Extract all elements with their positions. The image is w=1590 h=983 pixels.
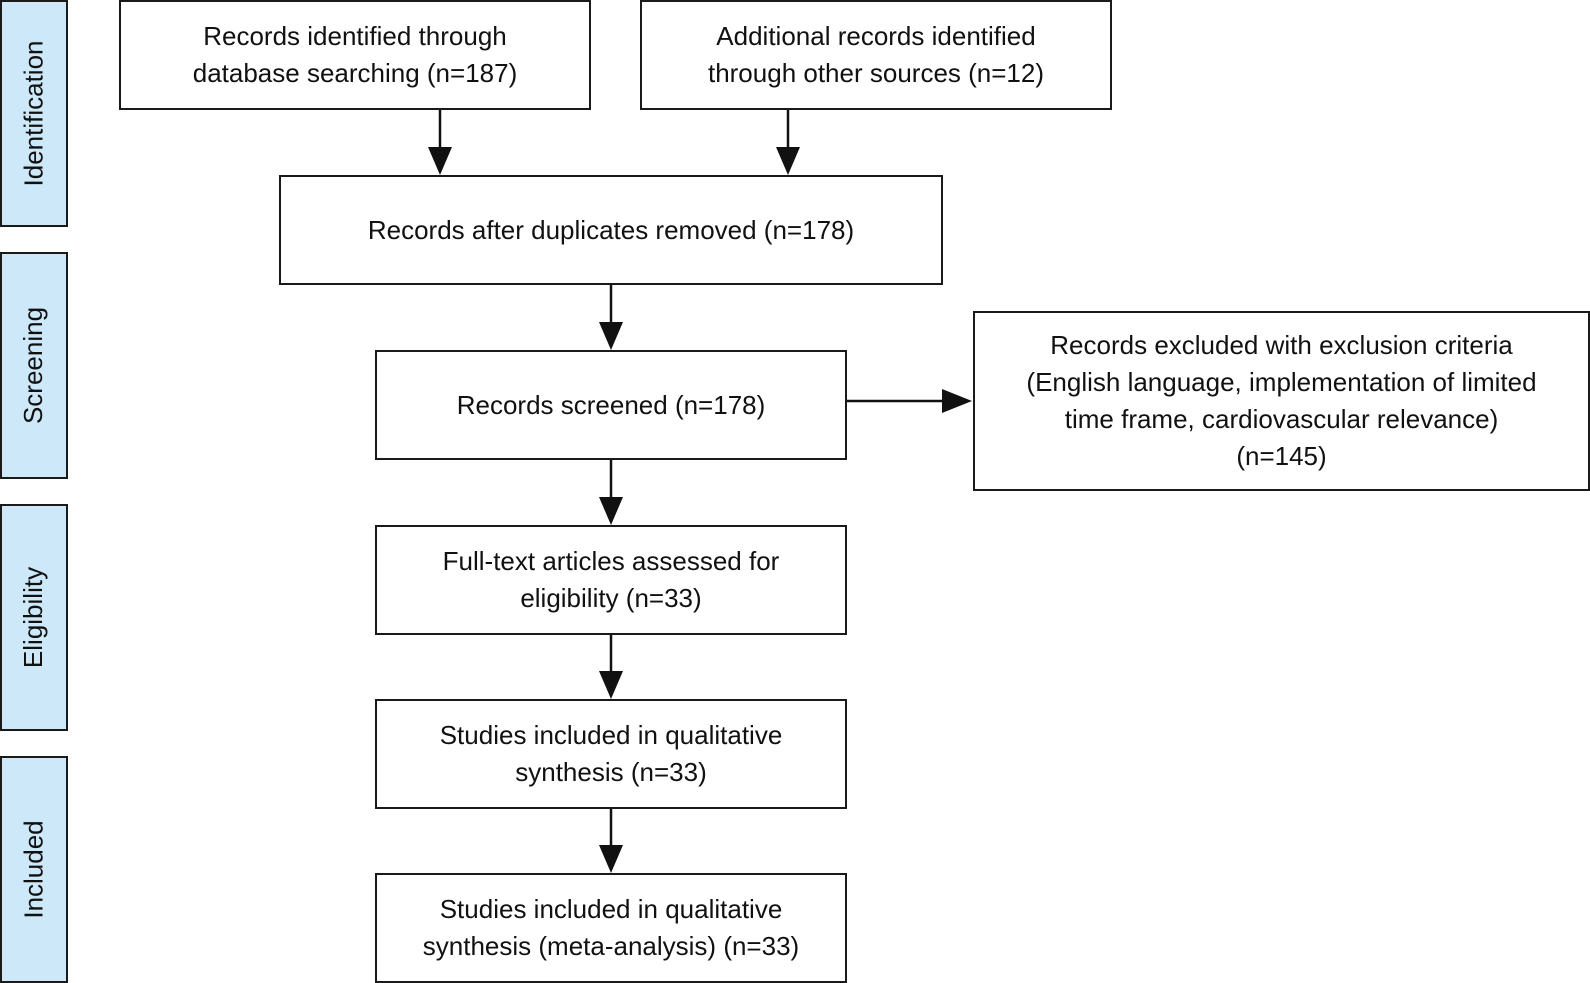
database-search-line-1: Records identified through	[203, 21, 507, 51]
phase-included: Included	[0, 756, 68, 983]
fulltext-line-1: Full-text articles assessed for	[442, 546, 780, 576]
qualitative-line-2: synthesis (n=33)	[515, 757, 707, 787]
arrowhead-other-to-duplicates	[776, 147, 800, 175]
other-sources-line-1: Additional records identified	[716, 21, 1036, 51]
duplicates-removed-box: Records after duplicates removed (n=178)	[279, 175, 943, 285]
excluded-line-1: Records excluded with exclusion criteria	[1050, 330, 1513, 360]
phase-identification: Identification	[0, 0, 68, 227]
phase-screening: Screening	[0, 252, 68, 479]
arrowhead-screened-to-fulltext	[599, 497, 623, 525]
screened-line-1: Records screened (n=178)	[456, 389, 766, 420]
meta-analysis-line-1: Studies included in qualitative	[439, 894, 783, 924]
excluded-line-2: (English language, implementation of lim…	[1026, 367, 1537, 397]
database-search-box: Records identified through database sear…	[119, 0, 591, 110]
arrowhead-duplicates-to-screened	[599, 322, 623, 350]
meta-analysis-box: Studies included in qualitative synthesi…	[375, 873, 847, 983]
phase-eligibility: Eligibility	[0, 504, 68, 731]
qualitative-box: Studies included in qualitative synthesi…	[375, 699, 847, 809]
duplicates-removed-line-1: Records after duplicates removed (n=178)	[367, 214, 855, 245]
qualitative-line-1: Studies included in qualitative	[439, 720, 783, 750]
arrowhead-qualitative-to-meta	[599, 845, 623, 873]
excluded-line-4: (n=145)	[1236, 441, 1327, 471]
excluded-line-3: time frame, cardiovascular relevance)	[1064, 404, 1499, 434]
database-search-line-2: database searching (n=187)	[192, 58, 518, 88]
excluded-box: Records excluded with exclusion criteria…	[973, 311, 1590, 491]
arrowhead-screened-to-excluded	[942, 389, 972, 413]
fulltext-box: Full-text articles assessed for eligibil…	[375, 525, 847, 635]
other-sources-line-2: through other sources (n=12)	[707, 58, 1045, 88]
other-sources-box: Additional records identified through ot…	[640, 0, 1112, 110]
arrowhead-database-to-duplicates	[428, 147, 452, 175]
screened-box: Records screened (n=178)	[375, 350, 847, 460]
fulltext-line-2: eligibility (n=33)	[520, 583, 702, 613]
arrowhead-fulltext-to-qualitative	[599, 671, 623, 699]
meta-analysis-line-2: synthesis (meta-analysis) (n=33)	[422, 931, 800, 961]
